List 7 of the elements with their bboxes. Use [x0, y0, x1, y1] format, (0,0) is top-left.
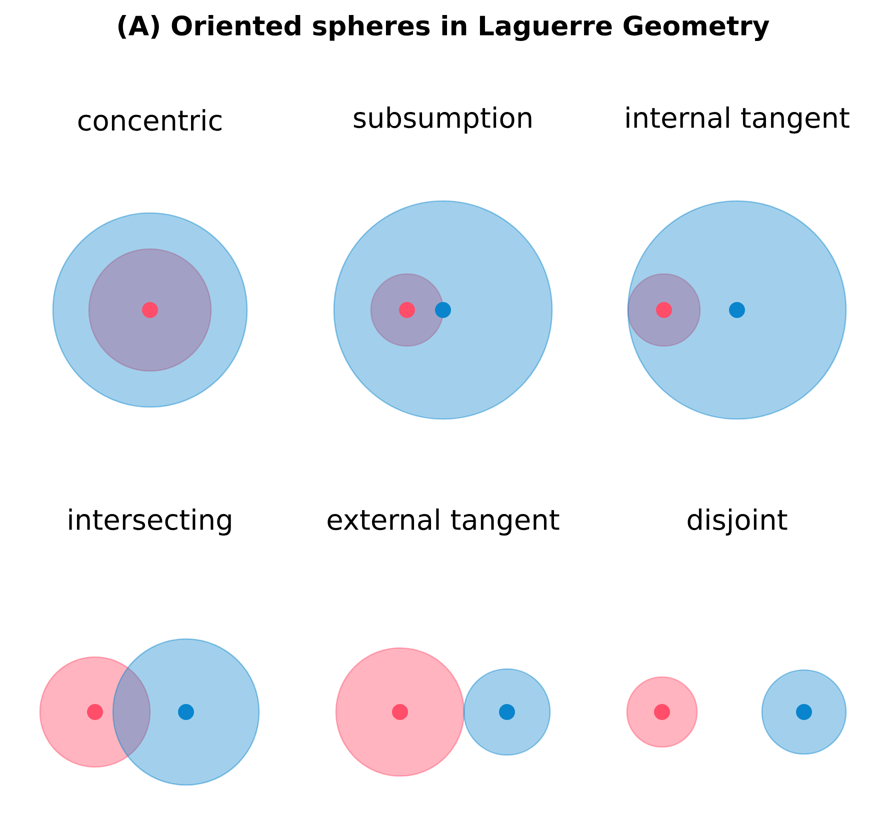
panel-label: disjoint: [688, 508, 788, 536]
panel-label: external tangent: [328, 508, 560, 536]
panel-label: subsumption: [354, 106, 532, 134]
title: (A) Oriented spheres in Laguerre Geometry: [118, 15, 770, 41]
panel-label: intersecting: [69, 508, 231, 536]
panel-label: internal tangent: [626, 106, 850, 134]
panel-label: concentric: [78, 109, 222, 131]
